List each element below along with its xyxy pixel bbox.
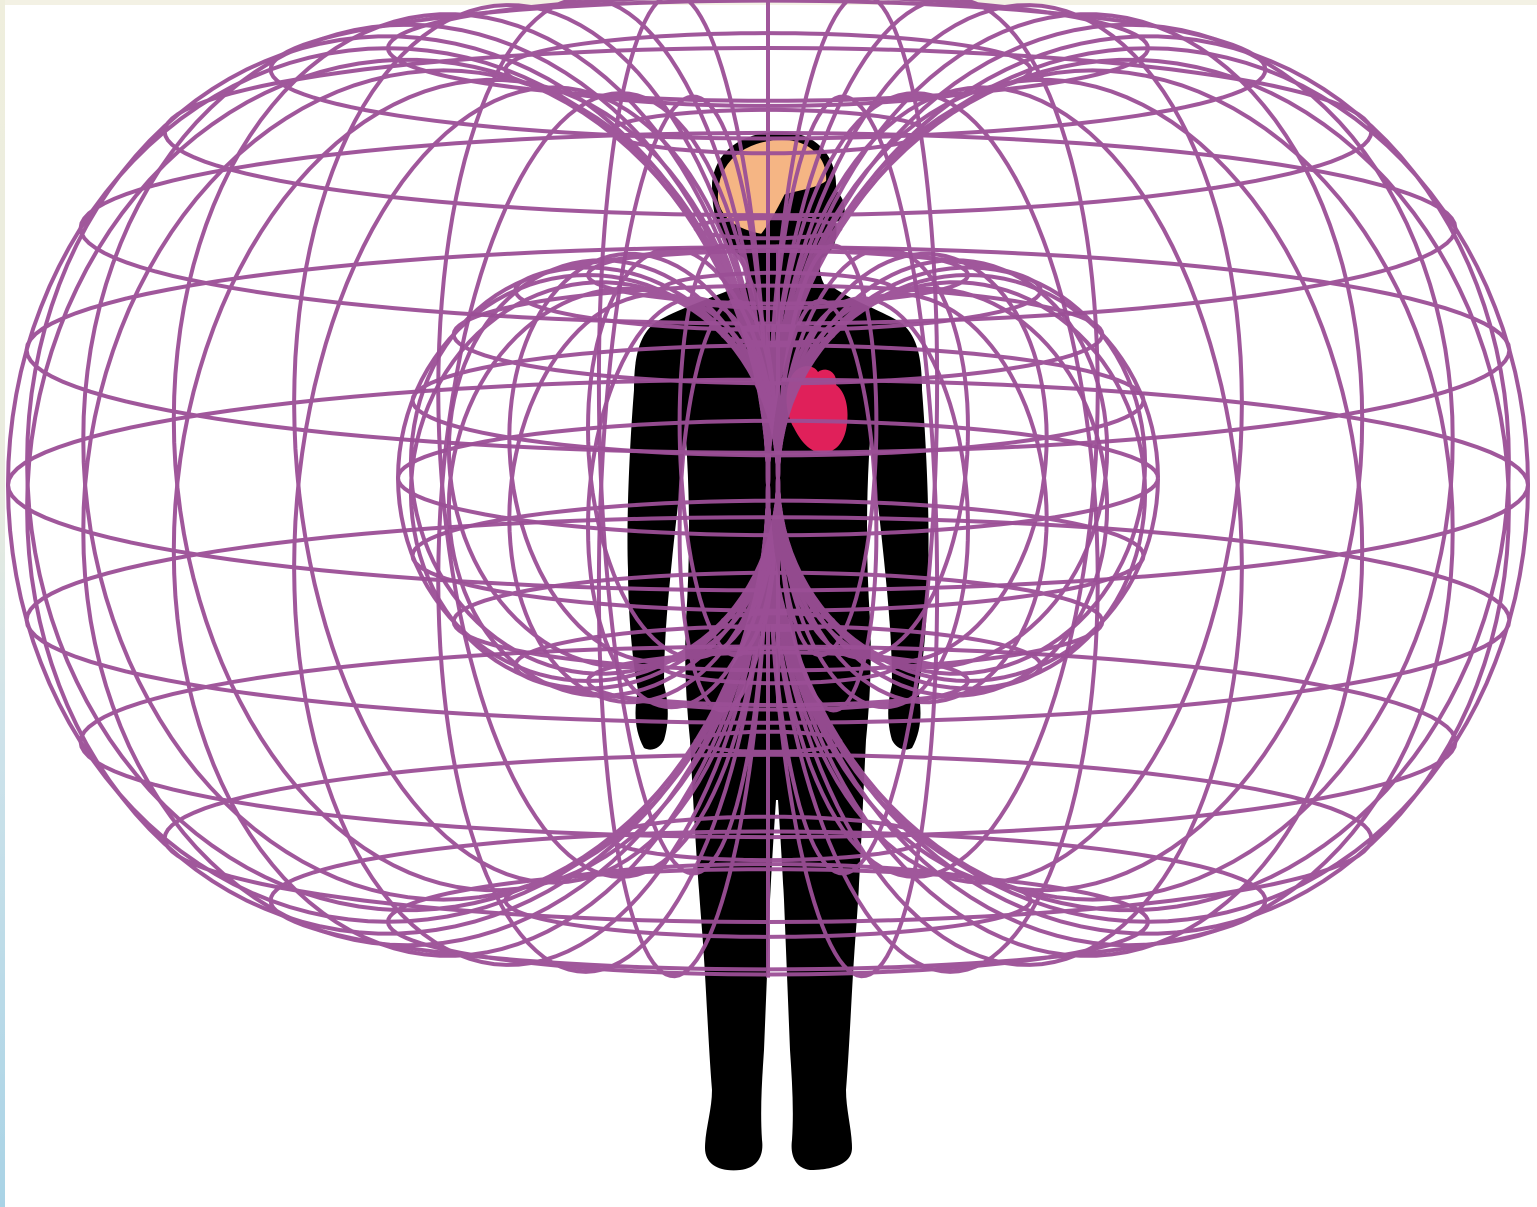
outer-torus-field: [8, 0, 1528, 978]
